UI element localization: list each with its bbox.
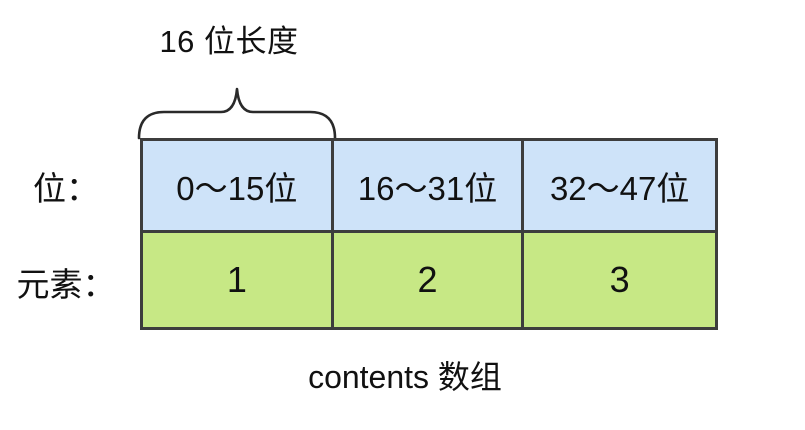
element-cell-0: 1	[143, 233, 334, 327]
contents-array-table: 0～15位 16～31位 32～47位 1 2 3	[140, 138, 718, 330]
bit-range-cell-2: 32～47位	[524, 141, 715, 233]
element-cell-1: 2	[333, 233, 525, 327]
bits-row-label: 位：	[33, 169, 99, 207]
contents-caption: contents 数组	[308, 359, 502, 395]
element-cell-2: 3	[524, 233, 715, 327]
bit-range-cell-0: 0～15位	[143, 141, 334, 233]
bit-range-cell-1: 16～31位	[333, 141, 525, 233]
elements-row-label: 元素：	[16, 265, 116, 303]
curly-brace-icon	[137, 87, 337, 140]
diagram-title: 16 位长度	[159, 24, 299, 59]
